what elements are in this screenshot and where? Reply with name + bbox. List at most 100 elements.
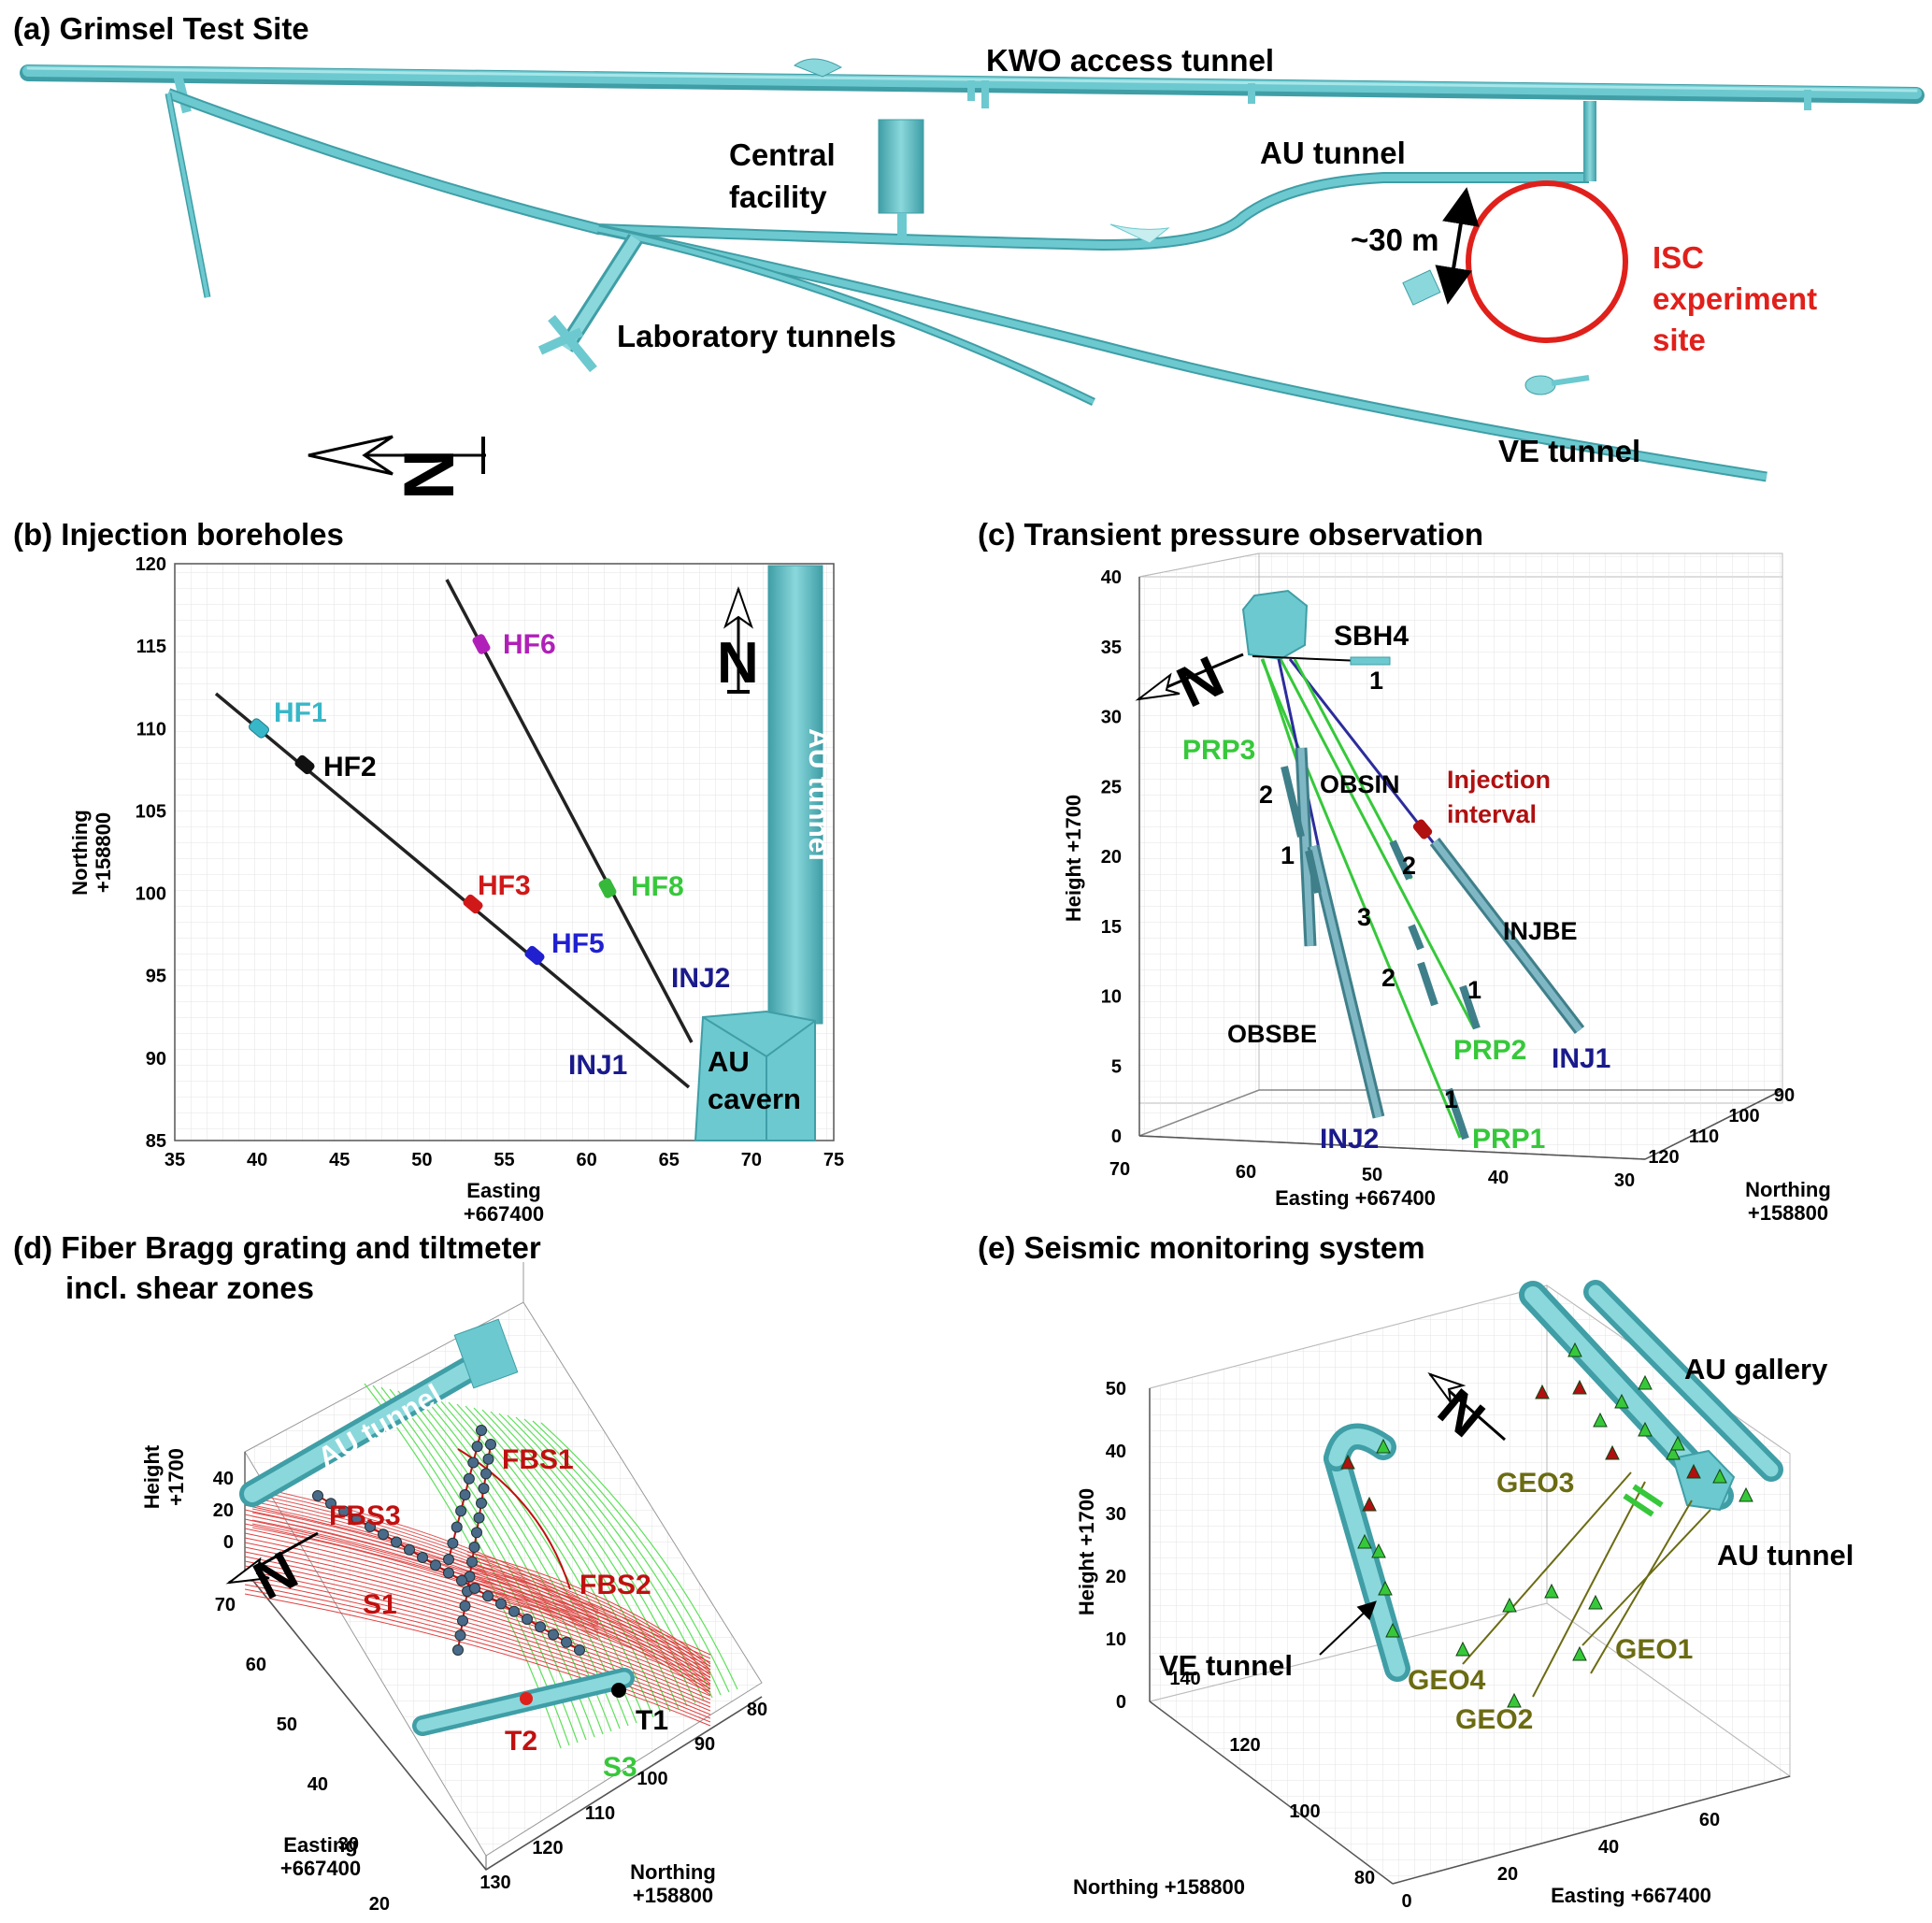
c-injint-label-1: Injection [1447, 766, 1551, 794]
b-xtick-60: 60 [577, 1150, 597, 1170]
panel-b-xlabel-2: +667400 [464, 1202, 544, 1226]
c-obsin-num2: 2 [1402, 852, 1416, 880]
d-ytick-80: 80 [747, 1700, 767, 1720]
b-xtick-55: 55 [494, 1150, 514, 1170]
c-injint-label-2: interval [1447, 800, 1537, 828]
panel-d-title-2: incl. shear zones [65, 1270, 314, 1305]
c-prp3-num2: 2 [1259, 781, 1273, 809]
c-ytick-90: 90 [1774, 1085, 1795, 1106]
panel-e-title: (e) Seismic monitoring system [978, 1230, 1425, 1265]
d-ytick-100: 100 [637, 1769, 667, 1789]
b-ytick-95: 95 [146, 967, 166, 987]
b-cavern-label-2: cavern [708, 1083, 801, 1115]
c-xtick-50: 50 [1362, 1165, 1382, 1185]
e-xtick-0: 0 [1401, 1891, 1411, 1912]
c-ytick-120: 120 [1648, 1147, 1679, 1168]
b-inj1-label: INJ1 [568, 1050, 627, 1081]
c-ztick-30: 30 [1101, 708, 1122, 728]
c-xtick-40: 40 [1488, 1168, 1509, 1188]
svg-text:N: N [717, 631, 759, 696]
d-xtick-40: 40 [308, 1774, 328, 1795]
kwo-label: KWO access tunnel [986, 43, 1274, 78]
e-ytick-120: 120 [1229, 1735, 1260, 1756]
d-t2-marker [520, 1692, 533, 1705]
laboratory-tunnel-network [165, 88, 1767, 482]
e-ve-tunnel-label: VE tunnel [1159, 1649, 1293, 1682]
b-hf2-label: HF2 [323, 752, 377, 782]
c-zlabel: Height +1700 [1062, 795, 1085, 922]
b-hf8-label: HF8 [631, 871, 684, 902]
d-xtick-30: 30 [338, 1834, 359, 1855]
d-ylabel-2: +158800 [633, 1884, 713, 1907]
d-ylabel-1: Northing [630, 1860, 716, 1884]
b-cavern-label-1: AU [708, 1045, 750, 1078]
panel-d-yticks: 130 120 110 100 90 80 [479, 1700, 767, 1893]
b-hf6-label: HF6 [503, 629, 556, 660]
svg-text:N: N [390, 449, 469, 500]
b-ytick-115: 115 [136, 637, 166, 657]
d-zlabel-2: +1700 [165, 1448, 188, 1506]
c-ztick-25: 25 [1101, 777, 1122, 797]
svg-text:N: N [244, 1540, 308, 1612]
c-xtick-60: 60 [1236, 1162, 1256, 1183]
e-ztick-20: 20 [1106, 1567, 1126, 1587]
d-ztick-40: 40 [213, 1469, 234, 1489]
distance-label: ~30 m [1351, 222, 1439, 257]
c-cavern [1241, 589, 1309, 661]
e-geo1-label: GEO1 [1615, 1634, 1693, 1665]
d-t1-label: T1 [636, 1705, 668, 1736]
b-xtick-50: 50 [411, 1150, 432, 1170]
b-inj2-borehole [445, 579, 694, 1043]
panel-c-title: (c) Transient pressure observation [978, 517, 1483, 552]
panel-a-title: (a) Grimsel Test Site [13, 11, 309, 46]
c-prp2-num3: 3 [1357, 903, 1371, 931]
c-ylabel-2: +158800 [1748, 1201, 1828, 1225]
b-north-arrow-icon: N [717, 585, 759, 696]
c-ztick-15: 15 [1101, 917, 1122, 938]
e-ytick-140: 140 [1169, 1669, 1200, 1689]
panel-c: (c) Transient pressure observation 05101… [978, 517, 1831, 1225]
d-ytick-120: 120 [532, 1838, 563, 1858]
panel-b-xlabel-1: Easting [466, 1179, 540, 1202]
d-s1-label: S1 [363, 1589, 397, 1620]
b-ytick-110: 110 [136, 719, 166, 739]
panel-b-ylabel-2: +158800 [92, 812, 115, 893]
e-au-tunnel-label: AU tunnel [1717, 1539, 1853, 1571]
b-ytick-85: 85 [146, 1131, 166, 1152]
c-prp2-label: PRP2 [1453, 1035, 1526, 1066]
e-ytick-100: 100 [1289, 1801, 1320, 1822]
c-prp3-label: PRP3 [1182, 735, 1255, 766]
d-ytick-90: 90 [694, 1734, 715, 1755]
d-zlabel-1: Height [140, 1444, 164, 1509]
panel-b-title: (b) Injection boreholes [13, 517, 344, 552]
d-ytick-130: 130 [479, 1873, 510, 1893]
c-obsbe-label: OBSBE [1227, 1020, 1317, 1048]
e-ztick-30: 30 [1106, 1504, 1126, 1525]
d-ztick-20: 20 [213, 1500, 234, 1521]
c-boreholes [1260, 658, 1585, 1141]
b-xtick-35: 35 [165, 1150, 185, 1170]
c-inj1-label: INJ1 [1552, 1043, 1610, 1074]
c-sbh4-label: SBH4 [1334, 621, 1409, 652]
e-au-gallery-label: AU gallery [1684, 1353, 1828, 1385]
e-zlabel: Height +1700 [1075, 1488, 1098, 1615]
b-inj1-borehole [214, 692, 691, 1089]
e-ylabel: Northing +158800 [1073, 1875, 1245, 1899]
b-xtick-65: 65 [659, 1150, 680, 1170]
d-fbs3-label: FBS3 [329, 1500, 401, 1531]
e-xtick-20: 20 [1497, 1864, 1518, 1885]
b-hf5-label: HF5 [551, 928, 605, 959]
c-prp1-label: PRP1 [1472, 1124, 1545, 1155]
e-xtick-60: 60 [1699, 1810, 1720, 1830]
c-inj2-label: INJ2 [1320, 1124, 1379, 1155]
d-ytick-110: 110 [585, 1803, 615, 1824]
e-ztick-40: 40 [1106, 1442, 1126, 1462]
c-prp1-num1: 1 [1444, 1085, 1458, 1113]
d-t1-marker [611, 1683, 626, 1698]
